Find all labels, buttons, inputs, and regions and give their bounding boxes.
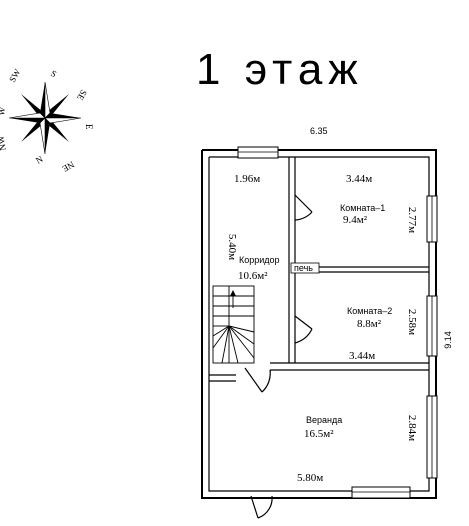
veranda-width: 5.80м <box>297 472 323 484</box>
veranda-length: 2.84м <box>406 415 418 441</box>
stove: печь <box>290 262 320 274</box>
interior-walls <box>209 157 429 382</box>
compass-label-w: W <box>0 106 8 117</box>
door-room1 <box>294 194 313 221</box>
room2-length: 2.58м <box>406 309 418 335</box>
window-top <box>237 146 279 159</box>
compass-label-s: S <box>49 68 58 79</box>
window-bottom <box>351 486 411 499</box>
outer-walls <box>201 149 437 499</box>
corridor-area: 10.6м² <box>238 270 268 282</box>
corridor-name: Корридор <box>239 255 280 265</box>
room1-area: 9.4м² <box>343 214 368 226</box>
door-room2 <box>294 315 313 344</box>
room2-area: 8.8м² <box>357 318 382 330</box>
windows <box>237 146 438 499</box>
room1-name: Комната–1 <box>340 203 385 213</box>
room1-width: 3.44м <box>346 173 372 185</box>
veranda-name: Веранда <box>306 415 342 425</box>
room2-name: Комната–2 <box>347 306 392 316</box>
corridor: 1.96м 5.40м Корридор 10.6м² <box>226 173 280 282</box>
floor-title: 1 этаж <box>196 45 364 94</box>
veranda-area: 16.5м² <box>304 428 334 440</box>
room-2: Комната–2 8.8м² 2.58м 3.44м <box>347 306 418 362</box>
staircase <box>212 285 255 364</box>
door-entrance <box>250 495 273 519</box>
overall-depth-label: 9.14 <box>443 331 453 349</box>
compass-rose-icon <box>8 81 82 155</box>
compass-label-e: E <box>84 124 94 130</box>
doors <box>244 194 313 519</box>
corridor-length: 5.40м <box>226 234 238 260</box>
veranda: Веранда 16.5м² 2.84м 5.80м <box>297 415 418 484</box>
corridor-width: 1.96м <box>234 173 260 185</box>
door-veranda <box>244 367 271 393</box>
compass-label-nw: NW <box>0 134 8 151</box>
compass-label-ne: NE <box>60 159 76 174</box>
compass-label-n: N <box>34 154 45 166</box>
stove-label: печь <box>294 263 313 273</box>
compass-label-se: SE <box>75 88 89 103</box>
overall-width-label: 6.35 <box>310 126 328 136</box>
compass-label-sw: SW <box>7 67 23 84</box>
room-1: 3.44м Комната–1 9.4м² 2.77м <box>340 173 418 233</box>
room2-width: 3.44м <box>349 350 375 362</box>
room1-length: 2.77м <box>406 207 418 233</box>
